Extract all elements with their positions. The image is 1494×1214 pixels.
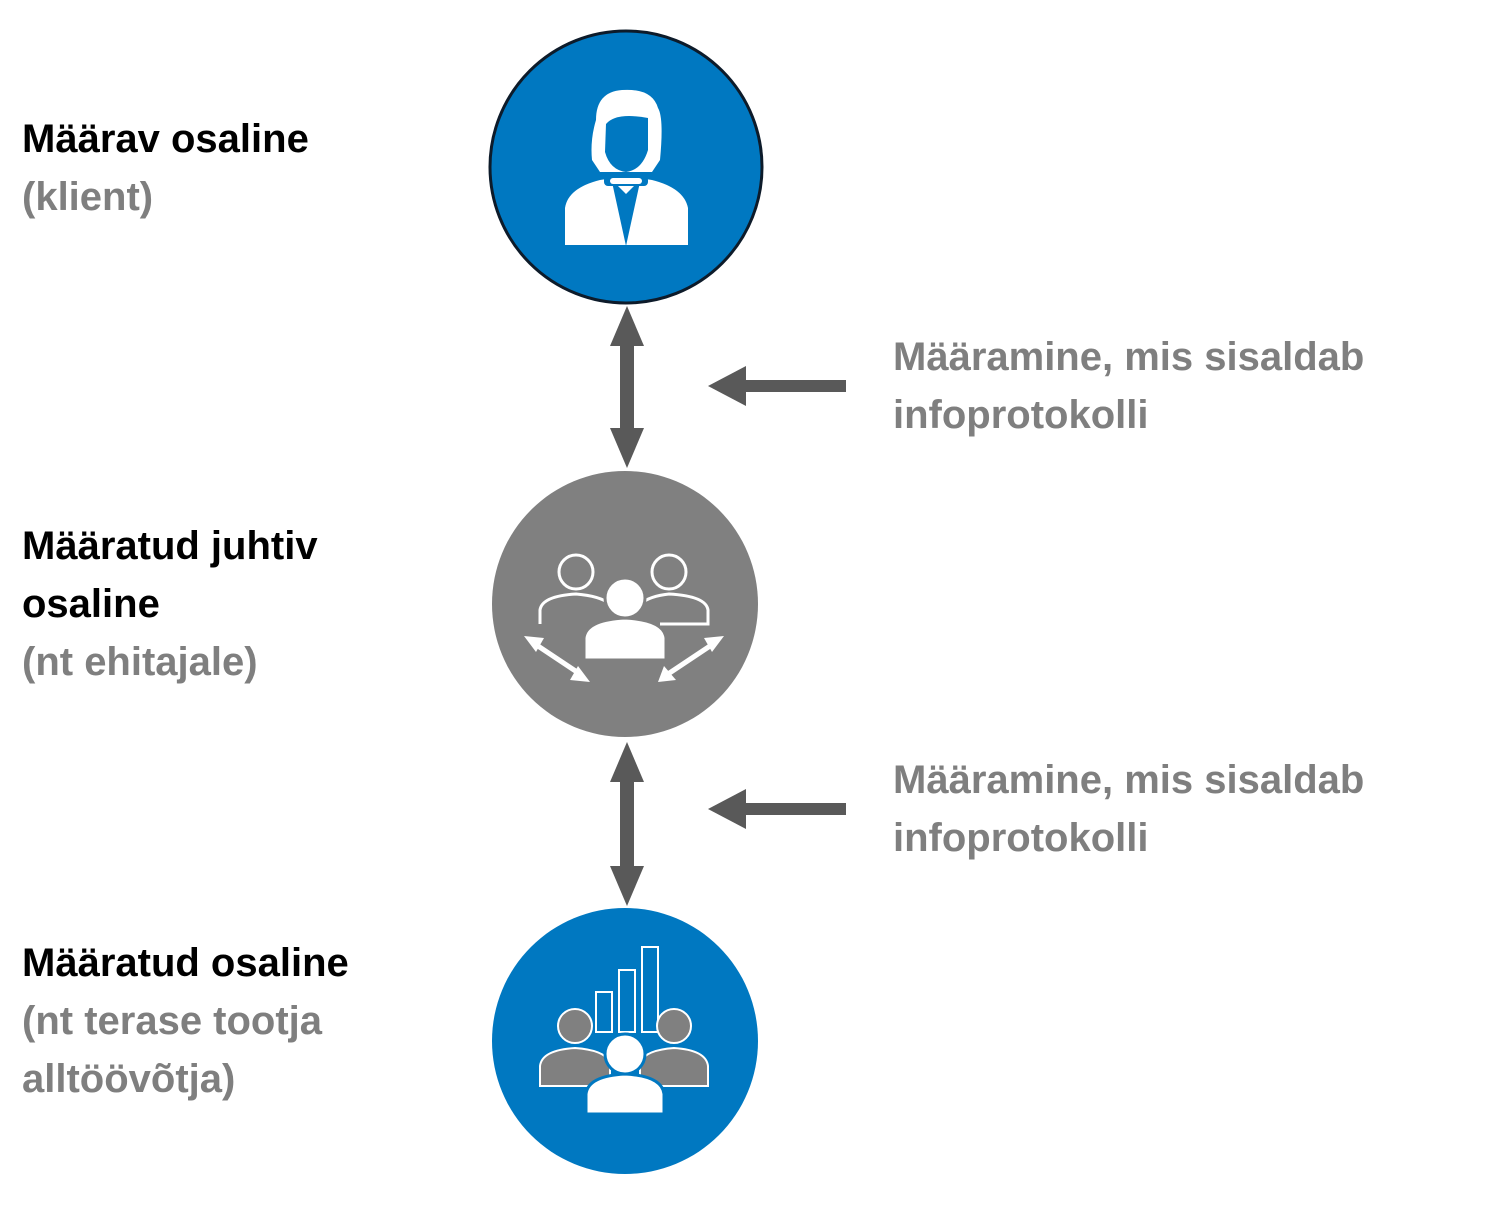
node-title-client: Määrav osaline [22, 117, 309, 161]
appointed-node [492, 908, 758, 1174]
left-arrow-2 [708, 789, 846, 829]
node-subtitle-appointed: (nt terase tootja alltöövõtja) [22, 999, 323, 1101]
double-arrow-2 [610, 742, 644, 906]
node-label-client: Määrav osaline (klient) [22, 110, 442, 226]
left-arrow-1 [708, 366, 846, 406]
appointment-note-1: Määramine, mis sisaldab infoprotokolli [893, 335, 1365, 437]
appointment-note-2: Määramine, mis sisaldab infoprotokolli [893, 758, 1365, 860]
node-label-lead: Määratud juhtiv osaline (nt ehitajale) [22, 517, 382, 691]
node-subtitle-client: (klient) [22, 175, 154, 219]
node-subtitle-lead: (nt ehitajale) [22, 640, 258, 684]
node-label-appointed: Määratud osaline (nt terase tootja alltö… [22, 934, 422, 1108]
woman-user-icon [565, 89, 688, 246]
team-collaboration-icon [524, 553, 724, 682]
node-title-appointed: Määratud osaline [22, 941, 349, 985]
team-chart-icon [539, 946, 709, 1116]
double-arrow-1 [610, 306, 644, 468]
client-node [488, 29, 764, 305]
node-title-lead: Määratud juhtiv osaline [22, 524, 318, 626]
lead-node [492, 471, 758, 737]
